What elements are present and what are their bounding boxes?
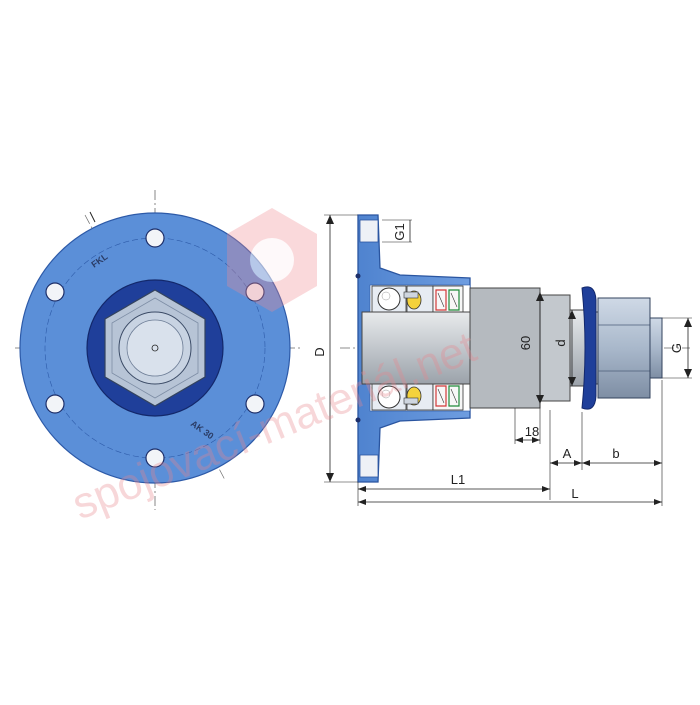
flange-bolt-hole-top xyxy=(359,219,379,243)
flange-bolt-hole-bottom xyxy=(359,454,379,478)
grease-point-top xyxy=(355,273,361,279)
dim-L1: L1 xyxy=(451,472,465,487)
washer xyxy=(581,286,597,410)
dim-shaft-diameter: 60 xyxy=(518,336,533,350)
bolt-hole xyxy=(145,228,165,248)
bolt-holes xyxy=(45,228,265,468)
dim-b: b xyxy=(612,446,619,461)
dim-d: d xyxy=(553,339,568,346)
dim-A: A xyxy=(563,446,572,461)
bearing-top xyxy=(371,285,434,315)
side-view: 60 d D G1 G 18 xyxy=(312,214,692,506)
bolt-hole xyxy=(245,394,265,414)
hex-nut-side xyxy=(597,297,651,399)
dim-G: G xyxy=(669,343,684,353)
hex-nut-chamfer xyxy=(111,297,199,399)
bolt-hole xyxy=(245,282,265,302)
section-mark xyxy=(89,211,96,223)
dim-G1: G1 xyxy=(392,223,407,240)
shaft-step xyxy=(539,294,571,402)
bolt-hole xyxy=(45,394,65,414)
nut-thread-end xyxy=(649,317,663,379)
seal-top xyxy=(432,285,464,315)
bolt-hole xyxy=(145,448,165,468)
center-point xyxy=(151,344,159,352)
bolt-hole xyxy=(45,282,65,302)
seal-bottom xyxy=(432,381,464,411)
dim-D: D xyxy=(312,347,327,356)
dim-L: L xyxy=(571,486,578,501)
grease-point-bottom xyxy=(355,417,361,423)
dim-offset: 18 xyxy=(525,424,539,439)
shaft-end xyxy=(126,319,184,377)
watermark-logo xyxy=(227,208,317,312)
bearing-bottom xyxy=(371,381,434,411)
front-view: FKL AK 30 xyxy=(15,190,300,510)
